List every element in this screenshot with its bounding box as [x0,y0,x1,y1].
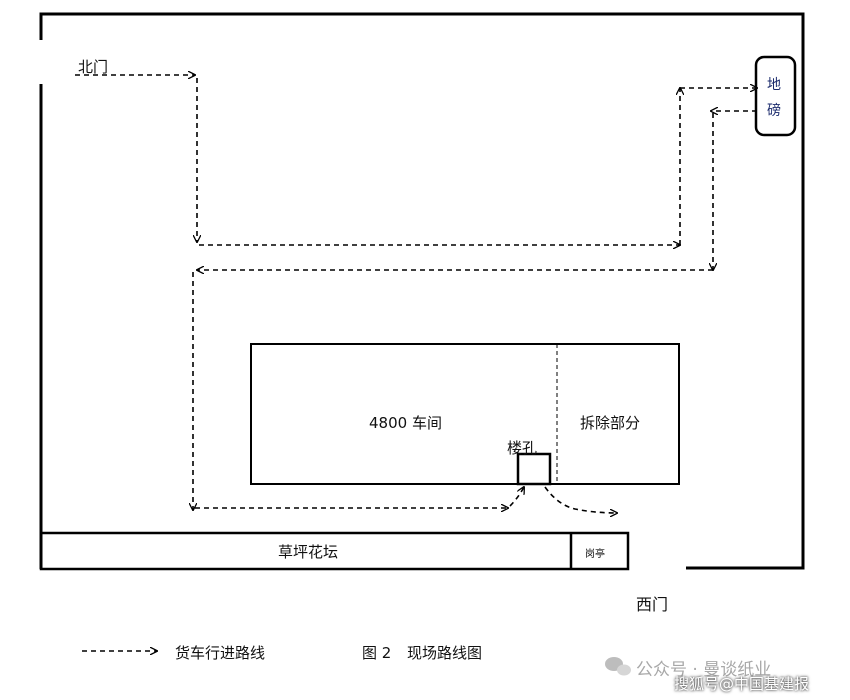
weighbridge-box [754,55,797,137]
figure-number: 图 2 [362,644,392,662]
weighbridge-label-top: 地 [767,77,781,93]
west-gate-label: 西门 [636,595,669,614]
demolish-label: 拆除部分 [580,414,641,432]
lawn-strip [39,531,630,571]
figure-title: 现场路线图 [407,644,483,662]
wechat-logo-icon [605,657,631,676]
workshop-building [250,343,680,486]
stair-hole-label: 楼孔 [507,439,538,457]
lawn-label: 草坪花坛 [278,543,339,561]
legend-route-label: 货车行进路线 [175,644,266,662]
workshop-label: 4800 车间 [369,414,442,432]
watermark-line2: 搜狐号@中国基建报 [674,675,810,693]
site-boundary [39,12,805,570]
stair-hole-box [516,452,552,486]
watermark-line1: 公众号 · 曼谈纸业 [636,660,772,680]
weighbridge-label-bottom: 磅 [767,103,781,119]
truck-route [75,75,757,513]
guard-booth-label: 岗亭 [585,549,605,560]
north-gate-label: 北门 [78,58,109,76]
